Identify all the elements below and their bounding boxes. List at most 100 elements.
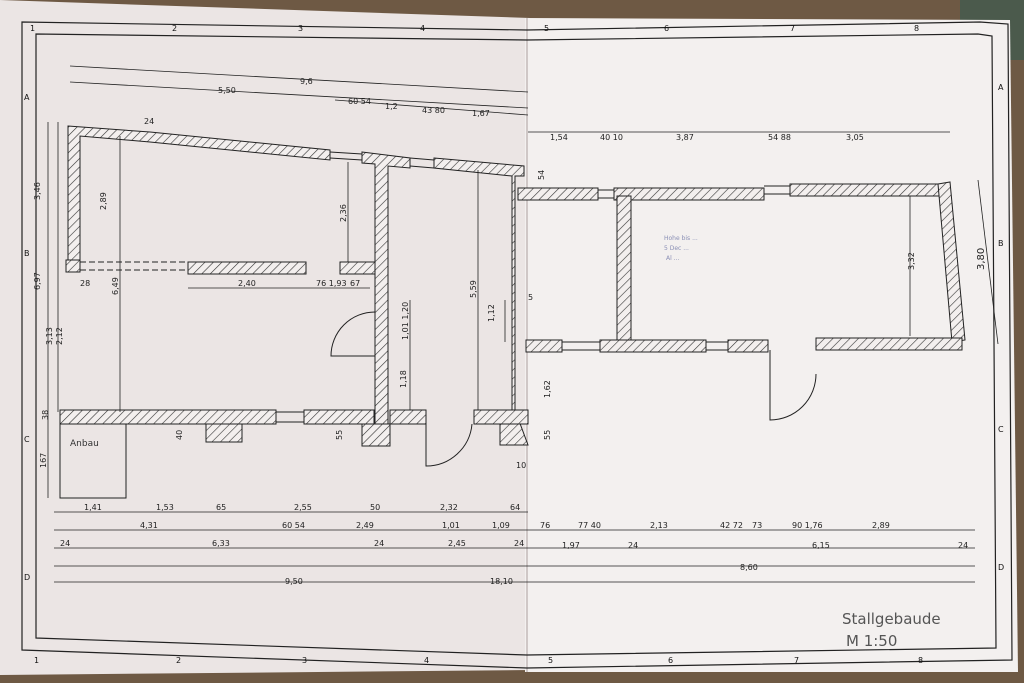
dim-67: 67	[350, 279, 360, 288]
left-sheet	[0, 0, 530, 675]
dim-387: 3,87	[676, 133, 694, 142]
dim-bottom-row3-left: 24	[514, 539, 524, 548]
door-swings	[330, 311, 817, 467]
grid-row-left-D: D	[24, 573, 30, 582]
dim-289: 2,89	[99, 192, 108, 210]
grid-col-bottom-1: 1	[34, 656, 39, 665]
grid-row-right-D: D	[998, 563, 1004, 572]
dim-bottom-row3-right: 24	[628, 541, 638, 550]
dim-bottom-row2-right: 90 1,76	[792, 521, 823, 530]
dim-55a: 55	[335, 430, 344, 440]
grid-col-bottom-3: 3	[302, 656, 307, 665]
dim-bottom-row3-left: 2,45	[448, 539, 466, 548]
dim-550: 5,50	[218, 86, 236, 95]
dim-313: 3,13	[45, 327, 54, 345]
dim-559: 5,59	[469, 280, 478, 298]
grid-row-right-C: C	[998, 425, 1004, 434]
dim-bottom-row1: 50	[370, 503, 380, 512]
grid-col-bottom-5: 5	[548, 656, 553, 665]
dim-162: 1,62	[543, 380, 552, 398]
dim-305: 3,05	[846, 133, 864, 142]
dim-40-10: 40 10	[600, 133, 623, 142]
dim-overall-top: 9,6	[300, 77, 313, 86]
dimension-labels: 9,6 5,50 60 54 1,2 43 80 1,67 24 1,54 40…	[33, 77, 987, 586]
dim-1810: 18,10	[490, 577, 513, 586]
dim-167-top: 1,67	[472, 109, 490, 118]
dim-bottom-row2-right: 42 72	[720, 521, 743, 530]
grid-row-right-A: A	[998, 83, 1004, 92]
dim-154: 1,54	[550, 133, 568, 142]
dim-54: 54	[537, 170, 546, 180]
dim-bottom-row2-left: 4,31	[140, 521, 158, 530]
grid-row-right-B: B	[998, 239, 1004, 248]
grid-col-top-4: 4	[420, 24, 425, 33]
dim-10: 10	[516, 461, 526, 470]
dim-bottom-row1: 65	[216, 503, 226, 512]
wall-east-north-3	[789, 183, 951, 197]
dim-76-193: 76 1,93	[316, 279, 347, 288]
wall-pier-1	[205, 423, 243, 443]
grid-col-bottom-4: 4	[424, 656, 429, 665]
dim-28: 28	[80, 279, 90, 288]
dim-5: 5	[528, 293, 533, 302]
grid-col-bottom-8: 8	[918, 656, 923, 665]
wall-inner-horizontal-2	[339, 261, 377, 275]
dim-346: 3,46	[33, 182, 42, 200]
building-walls	[59, 125, 966, 447]
wall-east-north-1	[517, 187, 599, 201]
dim-bottom-row2-right: 76	[540, 521, 550, 530]
dim-bottom-row1: 2,32	[440, 503, 458, 512]
right-sheet	[525, 18, 1018, 672]
dim-wall-24: 24	[144, 117, 154, 126]
dim-bottom-row2-left: 2,49	[356, 521, 374, 530]
dim-bottom-row1: 1,53	[156, 503, 174, 512]
annex-room	[59, 423, 127, 499]
wall-south-east	[473, 409, 529, 425]
wall-west-stub	[65, 259, 81, 273]
dim-240: 2,40	[238, 279, 256, 288]
grid-row-left-C: C	[24, 435, 30, 444]
grid-row-left-B: B	[24, 249, 30, 258]
dim-bottom-row2-left: 60 54	[282, 521, 305, 530]
dim-bottom-row2-right: 73	[752, 521, 762, 530]
wall-east-south-4	[815, 337, 963, 351]
drawing-scale: M 1:50	[846, 632, 897, 650]
wall-pier-2	[361, 423, 391, 447]
wall-south-mid-2	[389, 409, 427, 425]
wall-east-south-3	[727, 339, 769, 353]
wall-east-north-2	[613, 187, 765, 201]
grid-col-top-5: 5	[544, 24, 549, 33]
dim-697: 6,97	[33, 272, 42, 290]
window-openings	[80, 151, 790, 423]
dim-38: 38	[41, 410, 50, 420]
dim-212: 2,12	[55, 327, 64, 345]
dim-bottom-row3-right: 24	[958, 541, 968, 550]
wall-inner-horizontal	[187, 261, 307, 275]
dim-bottom-row3-left: 24	[374, 539, 384, 548]
dimension-lines	[47, 65, 999, 583]
dim-649: 6,49	[111, 277, 120, 295]
drawing-title: Stallgebaude	[842, 610, 941, 628]
grid-labels-bottom: 1 2 3 4 5 6 7 8	[34, 656, 923, 665]
wall-east-end	[937, 181, 966, 343]
dim-bottom-row2-right: 2,13	[650, 521, 668, 530]
door-center	[330, 311, 376, 357]
dim-bottom-row2-right: 77 40	[578, 521, 601, 530]
dim-bottom-row3-right: 6,15	[812, 541, 830, 550]
grid-col-bottom-2: 2	[176, 656, 181, 665]
grid-col-bottom-6: 6	[668, 656, 673, 665]
dim-112: 1,12	[487, 304, 496, 322]
grid-col-top-6: 6	[664, 24, 669, 33]
dim-bottom-row3-right: 1,97	[562, 541, 580, 550]
grid-col-bottom-7: 7	[794, 656, 799, 665]
dim-bottom-row2-left: 1,09	[492, 521, 510, 530]
dim-950: 9,50	[285, 577, 303, 586]
wall-east-south-1	[525, 339, 563, 353]
dim-bottom-row1: 64	[510, 503, 520, 512]
faint-note-line-1: Hohe bis ...	[664, 235, 698, 242]
wall-center-east	[433, 157, 529, 446]
dim-55b: 55	[543, 430, 552, 440]
